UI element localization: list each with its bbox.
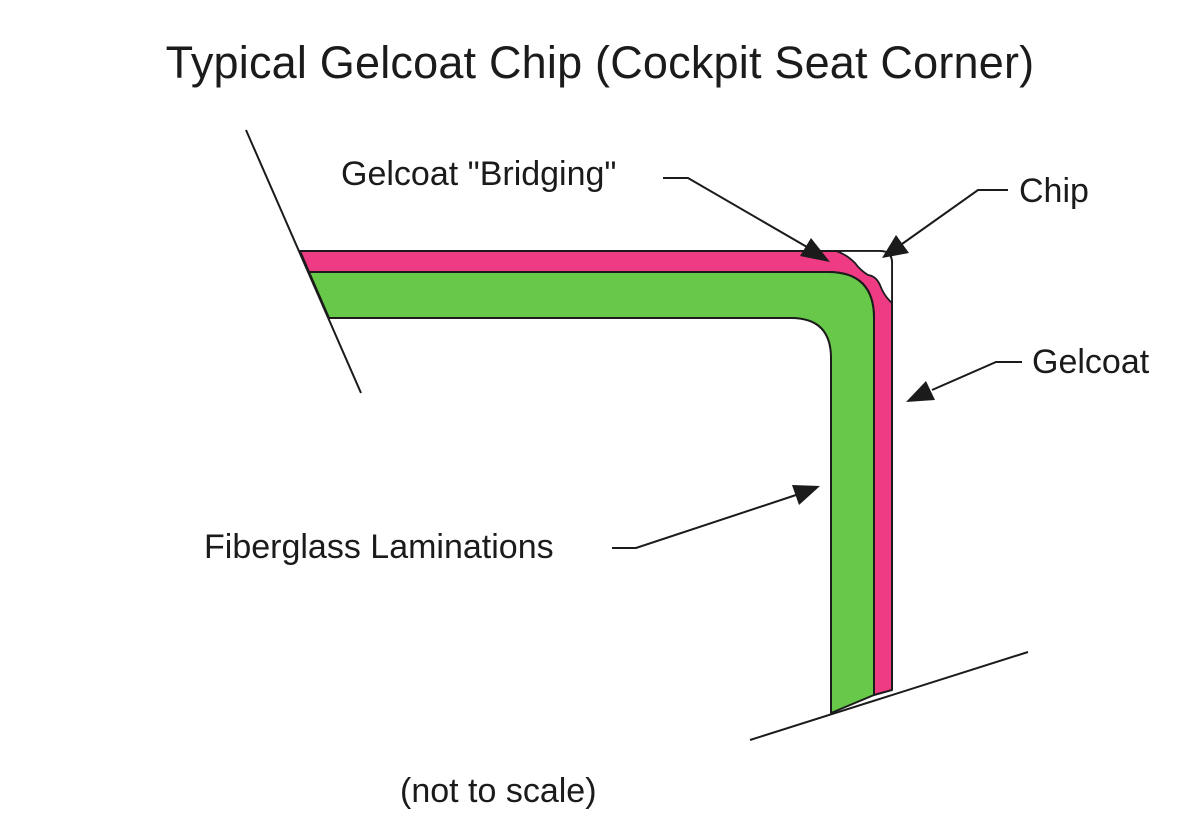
fiberglass-layer <box>308 271 875 714</box>
chip-leader-arrow <box>882 189 1008 258</box>
fiberglass-laminations-label: Fiberglass Laminations <box>204 528 554 566</box>
chip-void <box>835 250 893 304</box>
bottom-boundary-line <box>749 651 1029 741</box>
gelcoat-label: Gelcoat <box>1032 343 1150 381</box>
bridging-leader-arrow <box>663 177 830 262</box>
chip-label: Chip <box>1019 172 1089 210</box>
gelcoat-bridging-label: Gelcoat "Bridging" <box>341 155 617 193</box>
scale-note: (not to scale) <box>400 772 597 810</box>
diagram-title: Typical Gelcoat Chip (Cockpit Seat Corne… <box>165 37 1035 88</box>
fiberglass-leader-arrow <box>612 485 820 549</box>
gelcoat-leader-arrow <box>906 361 1022 402</box>
